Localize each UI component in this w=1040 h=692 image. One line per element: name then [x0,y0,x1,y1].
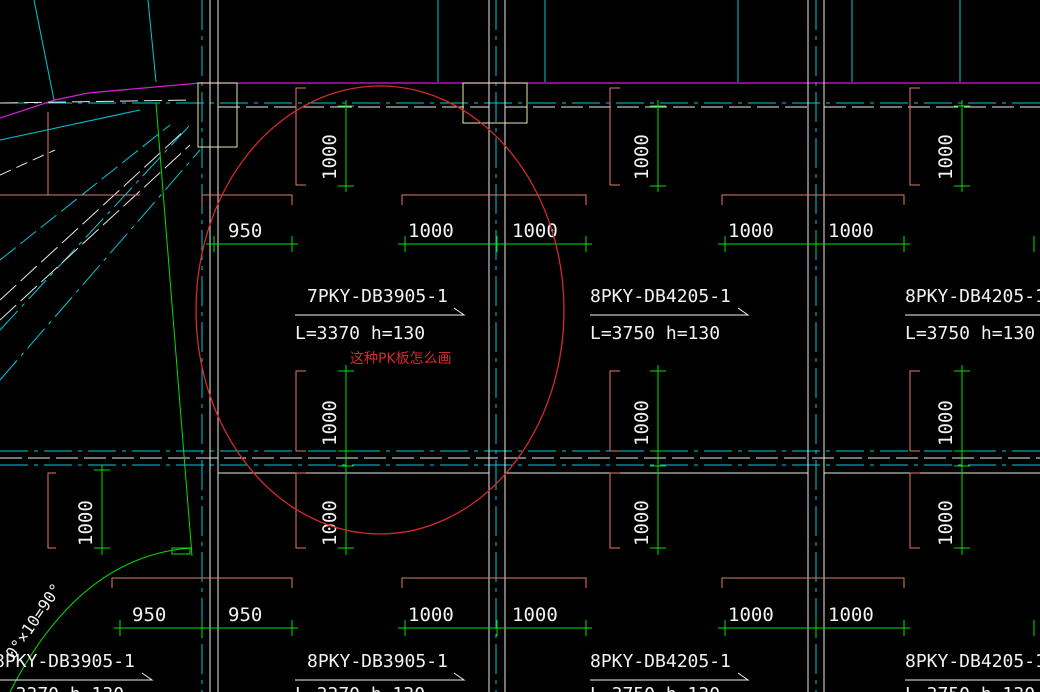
pk-bracket [295,87,306,186]
axis-diagonal [0,109,141,141]
dim-label: 1000 [319,134,341,180]
dimension-labels: 950 1000 1000 1000 1000 950 950 1000 100… [75,134,957,626]
dimension-lines [94,100,1035,636]
panel-leader [590,672,750,681]
dim-label: 1000 [512,220,558,242]
axis-diagonal [0,124,191,331]
pk-bracket [295,370,306,452]
column[interactable] [462,82,528,124]
beam-line [0,149,56,176]
panel-spec: L=3370 h=130 [295,684,425,692]
pk-edge [111,577,293,588]
panel-leaders [0,307,1040,681]
panel-leader [590,307,750,316]
axis-diagonal [0,149,201,381]
panel-labels: 7PKY-DB3905-1 L=3370 h=130 8PKY-DB4205-1… [0,286,1040,692]
dim-label: 1000 [408,604,454,626]
dim-label: 1000 [319,400,341,446]
pk-bracket [909,87,920,186]
panel-name[interactable]: 8PKY-DB4205-1 [590,286,731,307]
dim-label: 1000 [631,400,653,446]
panel-leader [0,672,154,681]
pk-bracket [609,472,620,549]
panel-leader [295,672,466,681]
pk-bracket [909,472,920,549]
pk-edge [721,577,905,588]
arc-line [9,547,193,692]
dim-label: 1000 [828,220,874,242]
pk-edge [721,194,905,205]
annotation-ellipse [195,85,565,535]
annotation-question: 这种PK板怎么画 [350,350,452,367]
dim-label: 1000 [828,604,874,626]
panel-spec: L=3750 h=130 [590,684,720,692]
dim-label: 1000 [631,134,653,180]
axis-stub [33,0,55,101]
dim-label: 950 [228,604,262,626]
panel-name[interactable]: 8PKY-DB4205-1 [905,286,1040,307]
panel-name[interactable]: 8PKY-DB4205-1 [905,651,1040,672]
pk-edge [201,194,293,205]
arc-tick [171,547,191,555]
panel-spec: L=3750 h=130 [905,323,1035,344]
dim-label: 1000 [728,220,774,242]
dim-label: 1000 [935,134,957,180]
panel-name[interactable]: 8PKY-DB3905-1 [0,651,135,672]
pk-edge [401,577,587,588]
panel-spec: L=3370 h=130 [295,323,425,344]
pk-panel-outlines [0,87,920,588]
pk-bracket [609,370,620,452]
panel-spec: L=3370 h=130 [0,684,124,692]
dim-label: 1000 [512,604,558,626]
column[interactable] [197,82,238,148]
dim-label: 1000 [319,500,341,546]
dim-label: 950 [132,604,166,626]
panel-name[interactable]: 7PKY-DB3905-1 [307,286,448,307]
beam-line [0,99,191,104]
panel-leader [295,307,466,316]
beam-line [0,129,186,301]
beam-line [0,144,191,321]
slanted-edge-line [155,102,193,557]
axis-stub [147,0,157,83]
dim-label: 950 [228,220,262,242]
pk-bracket [295,472,306,549]
panel-spec: L=3750 h=130 [905,684,1035,692]
panel-name[interactable]: 8PKY-DB3905-1 [307,651,448,672]
dim-label: 1000 [728,604,774,626]
dim-label: 1000 [75,500,97,546]
pk-bracket [47,472,56,549]
dim-label: 1000 [935,400,957,446]
pk-bracket [609,87,620,186]
dim-label: 1000 [631,500,653,546]
panel-spec: L=3750 h=130 [590,323,720,344]
pk-bracket [909,370,920,452]
pk-edge [401,194,587,205]
dim-label: 1000 [408,220,454,242]
axis-diagonal [0,124,171,261]
dim-label: 1000 [935,500,957,546]
panel-name[interactable]: 8PKY-DB4205-1 [590,651,731,672]
